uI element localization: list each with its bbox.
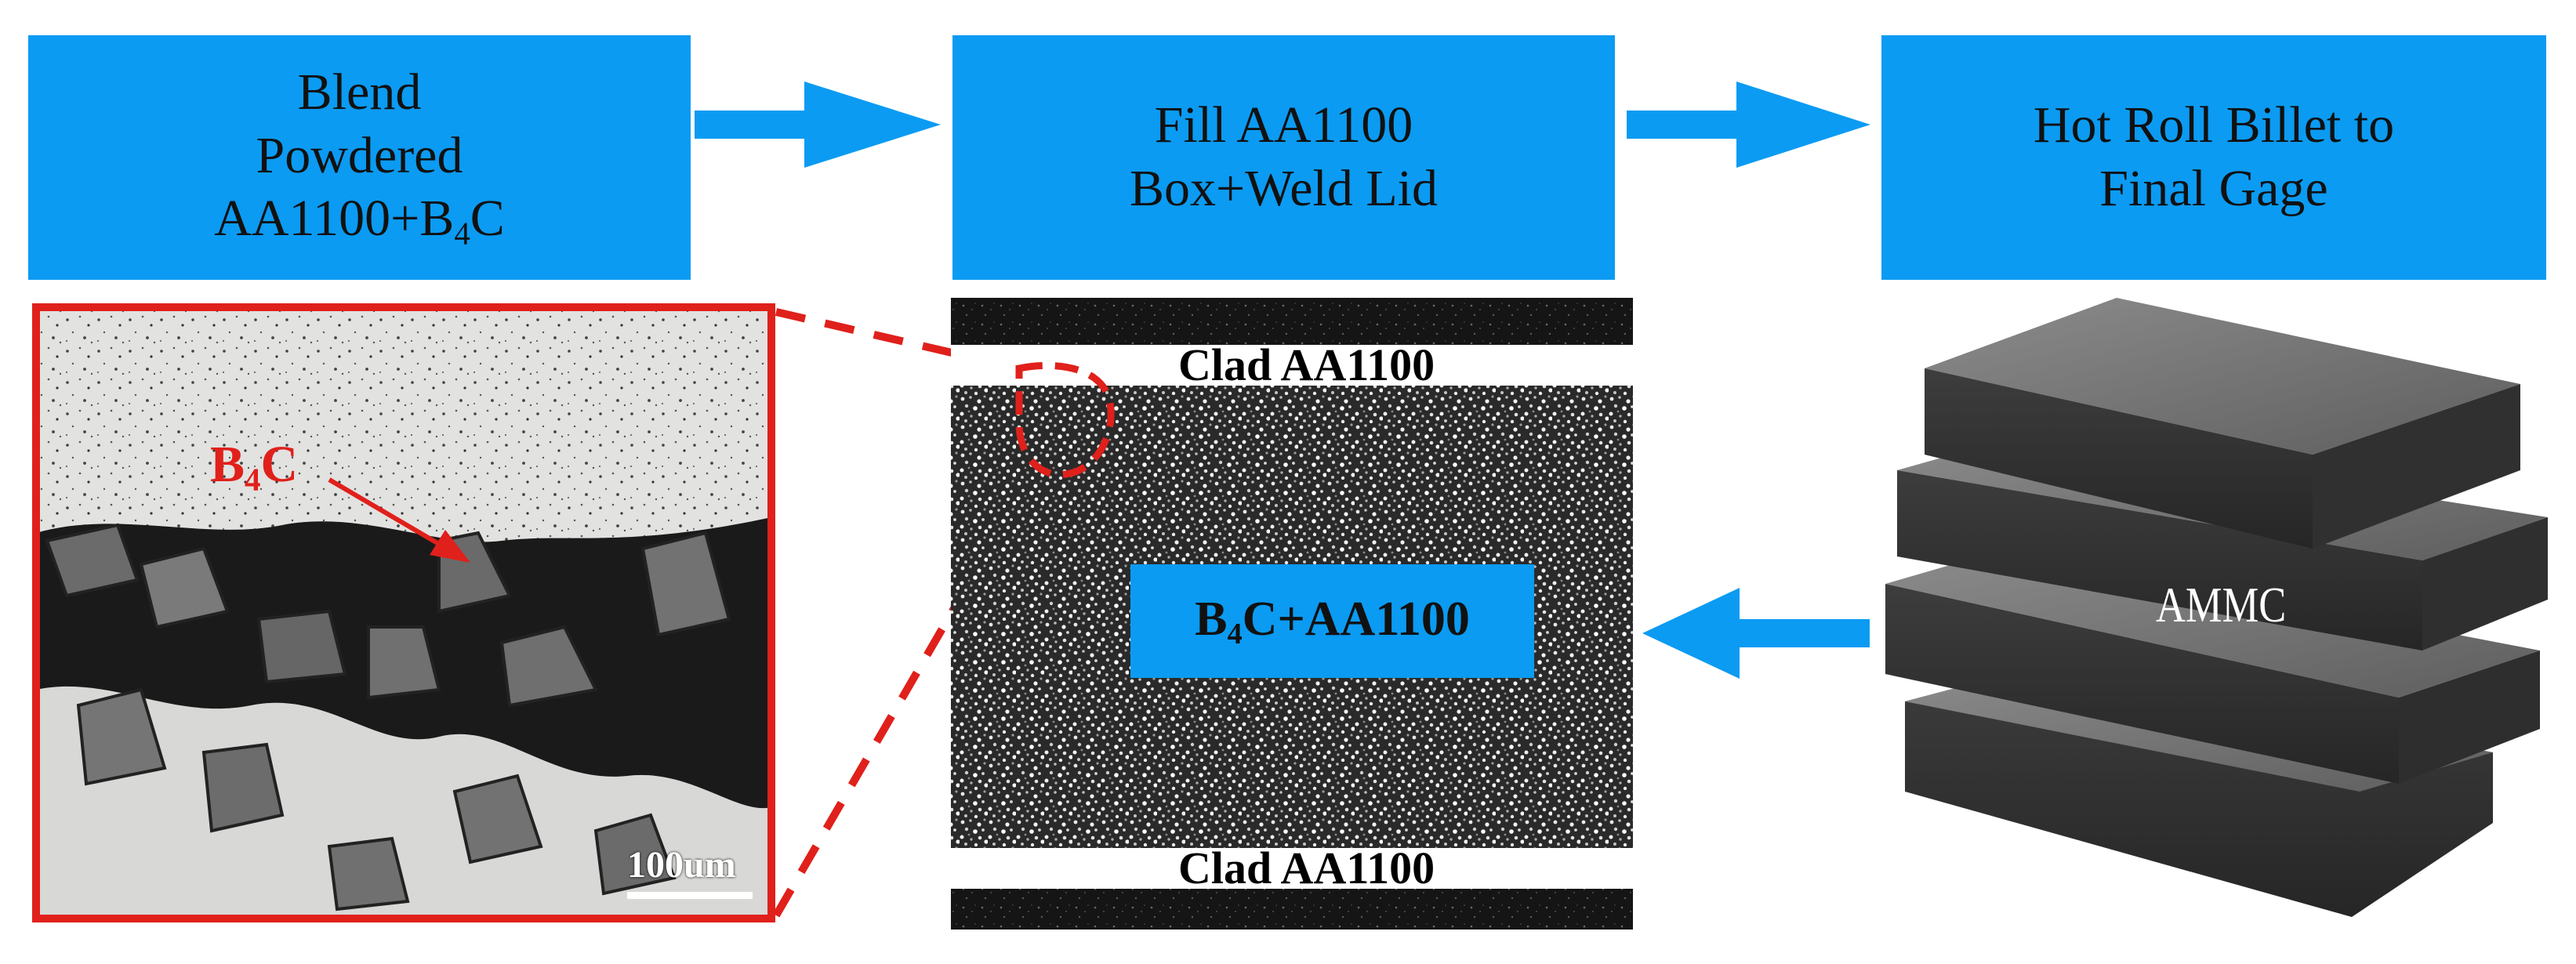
core-label-box: B4C+AA1100 xyxy=(1130,564,1534,678)
step-blend-line-3: AA1100+B4C xyxy=(214,190,505,252)
step-fill-box: Fill AA1100 Box+Weld Lid xyxy=(952,35,1615,280)
micrograph-frame xyxy=(32,303,775,922)
step-hot-roll-line-2: Final Gage xyxy=(2099,160,2328,217)
step-hot-roll-box: Hot Roll Billet to Final Gage xyxy=(1881,35,2546,280)
step-hot-roll-line-1: Hot Roll Billet to xyxy=(2033,96,2395,154)
clad-bottom-label: Clad AA1100 xyxy=(1178,843,1435,893)
particle-label: B4C xyxy=(210,436,299,498)
arrow-step2-to-step3 xyxy=(1627,82,1870,168)
clad-top-label: Clad AA1100 xyxy=(1178,339,1435,390)
step-blend-line-1: Blend xyxy=(297,63,422,121)
plates-photo xyxy=(1885,298,2548,917)
scale-bar xyxy=(627,892,753,899)
particle-pointer-arrow xyxy=(328,477,470,563)
core-label-text: B4C+AA1100 xyxy=(1195,592,1470,651)
step-fill-line-2: Box+Weld Lid xyxy=(1129,160,1439,217)
scale-bar-label: 100um xyxy=(627,844,736,886)
step-blend-line-2: Powdered xyxy=(256,126,463,184)
micrograph-image xyxy=(36,307,771,919)
zoom-region-outline xyxy=(1015,361,1115,479)
zoom-line-bottom xyxy=(772,460,1043,918)
plates-label: AMMC xyxy=(2156,577,2287,632)
step-fill-line-1: Fill AA1100 xyxy=(1154,96,1413,154)
arrow-plates-to-cross-section xyxy=(1642,588,1870,679)
arrow-step1-to-step2 xyxy=(695,82,941,168)
step-blend-box: Blend Powdered AA1100+B4C xyxy=(28,35,691,280)
